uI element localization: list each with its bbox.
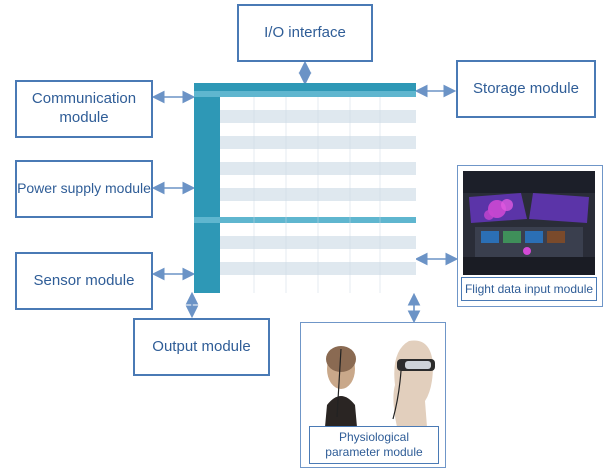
table-group-cell-1 xyxy=(194,97,220,217)
physiological-panel: Physiological parameter module xyxy=(300,322,446,468)
physiological-parameter-module-label: Physiological parameter module xyxy=(309,426,439,464)
power-supply-module-label: Power supply module xyxy=(17,180,151,197)
output-module-label: Output module xyxy=(152,337,251,355)
sensor-module-box: Sensor module xyxy=(15,252,153,310)
output-module-box: Output module xyxy=(133,318,270,376)
data-table-image xyxy=(194,83,416,293)
power-supply-module-box: Power supply module xyxy=(15,160,153,218)
sensor-module-label: Sensor module xyxy=(33,271,135,289)
flight-data-input-module-label: Flight data input module xyxy=(461,277,597,301)
flight-data-panel: Flight data input module xyxy=(457,165,603,307)
communication-module-box: Communication module xyxy=(15,80,153,138)
cockpit-image xyxy=(463,171,595,275)
communication-module-label: Communication module xyxy=(31,90,137,126)
io-interface-box: I/O interface xyxy=(237,4,373,62)
io-interface-label: I/O interface xyxy=(264,23,346,41)
storage-module-box: Storage module xyxy=(456,60,596,118)
storage-module-label: Storage module xyxy=(473,79,579,97)
table-header-bar xyxy=(194,83,416,91)
table-group-cell-2 xyxy=(194,223,220,293)
eye-tracker-headset-image xyxy=(309,327,439,427)
